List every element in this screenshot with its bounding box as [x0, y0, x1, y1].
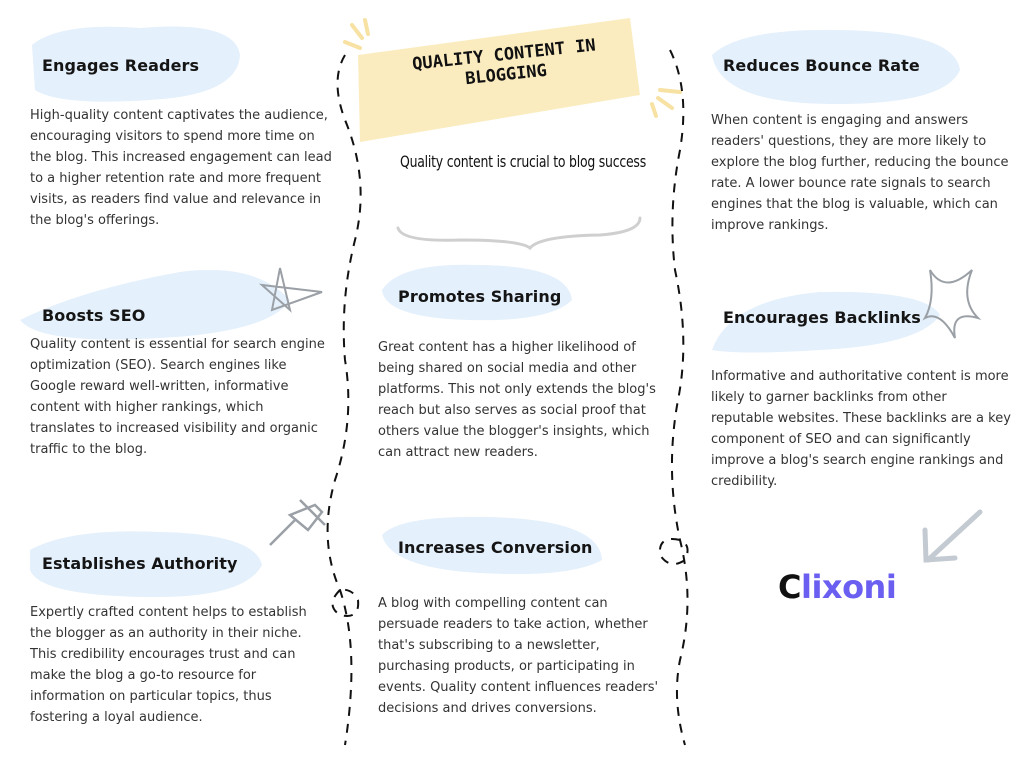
heading-increases-conversion: Increases Conversion	[398, 538, 593, 557]
text-increases-conversion: A blog with compelling content can persu…	[378, 596, 659, 716]
title-banner	[358, 18, 640, 142]
burst-icon	[922, 269, 982, 339]
heading-promotes-sharing: Promotes Sharing	[398, 287, 562, 306]
text-engages-readers: High-quality content captivates the audi…	[30, 108, 332, 228]
logo-c: C	[778, 568, 801, 606]
heading-engages-readers: Engages Readers	[42, 56, 200, 75]
arrow-icon	[922, 509, 983, 563]
text-encourages-backlinks: Informative and authoritative content is…	[711, 369, 1011, 489]
heading-reduces-bounce-rate: Reduces Bounce Rate	[723, 56, 920, 75]
text-establishes-authority: Expertly crafted content helps to establ…	[30, 605, 307, 725]
heading-establishes-authority: Establishes Authority	[42, 554, 238, 573]
heading-blobs	[20, 26, 960, 598]
heading-encourages-backlinks: Encourages Backlinks	[723, 308, 921, 327]
text-reduces-bounce-rate: When content is engaging and answers rea…	[711, 113, 1009, 233]
text-boosts-seo: Quality content is essential for search …	[30, 337, 325, 457]
clixoni-logo: Clixoni	[778, 568, 897, 606]
text-promotes-sharing: Great content has a higher likelihood of…	[378, 340, 656, 460]
brace-icon	[396, 216, 642, 251]
star-icon	[258, 267, 323, 313]
pushpin-icon	[269, 499, 326, 546]
sparkle-lines	[343, 18, 682, 118]
heading-boosts-seo: Boosts SEO	[42, 306, 146, 325]
dashed-dividers	[326, 49, 689, 746]
page-subtitle: Quality content is crucial to blog succe…	[400, 152, 646, 171]
logo-rest: lixoni	[800, 568, 897, 606]
